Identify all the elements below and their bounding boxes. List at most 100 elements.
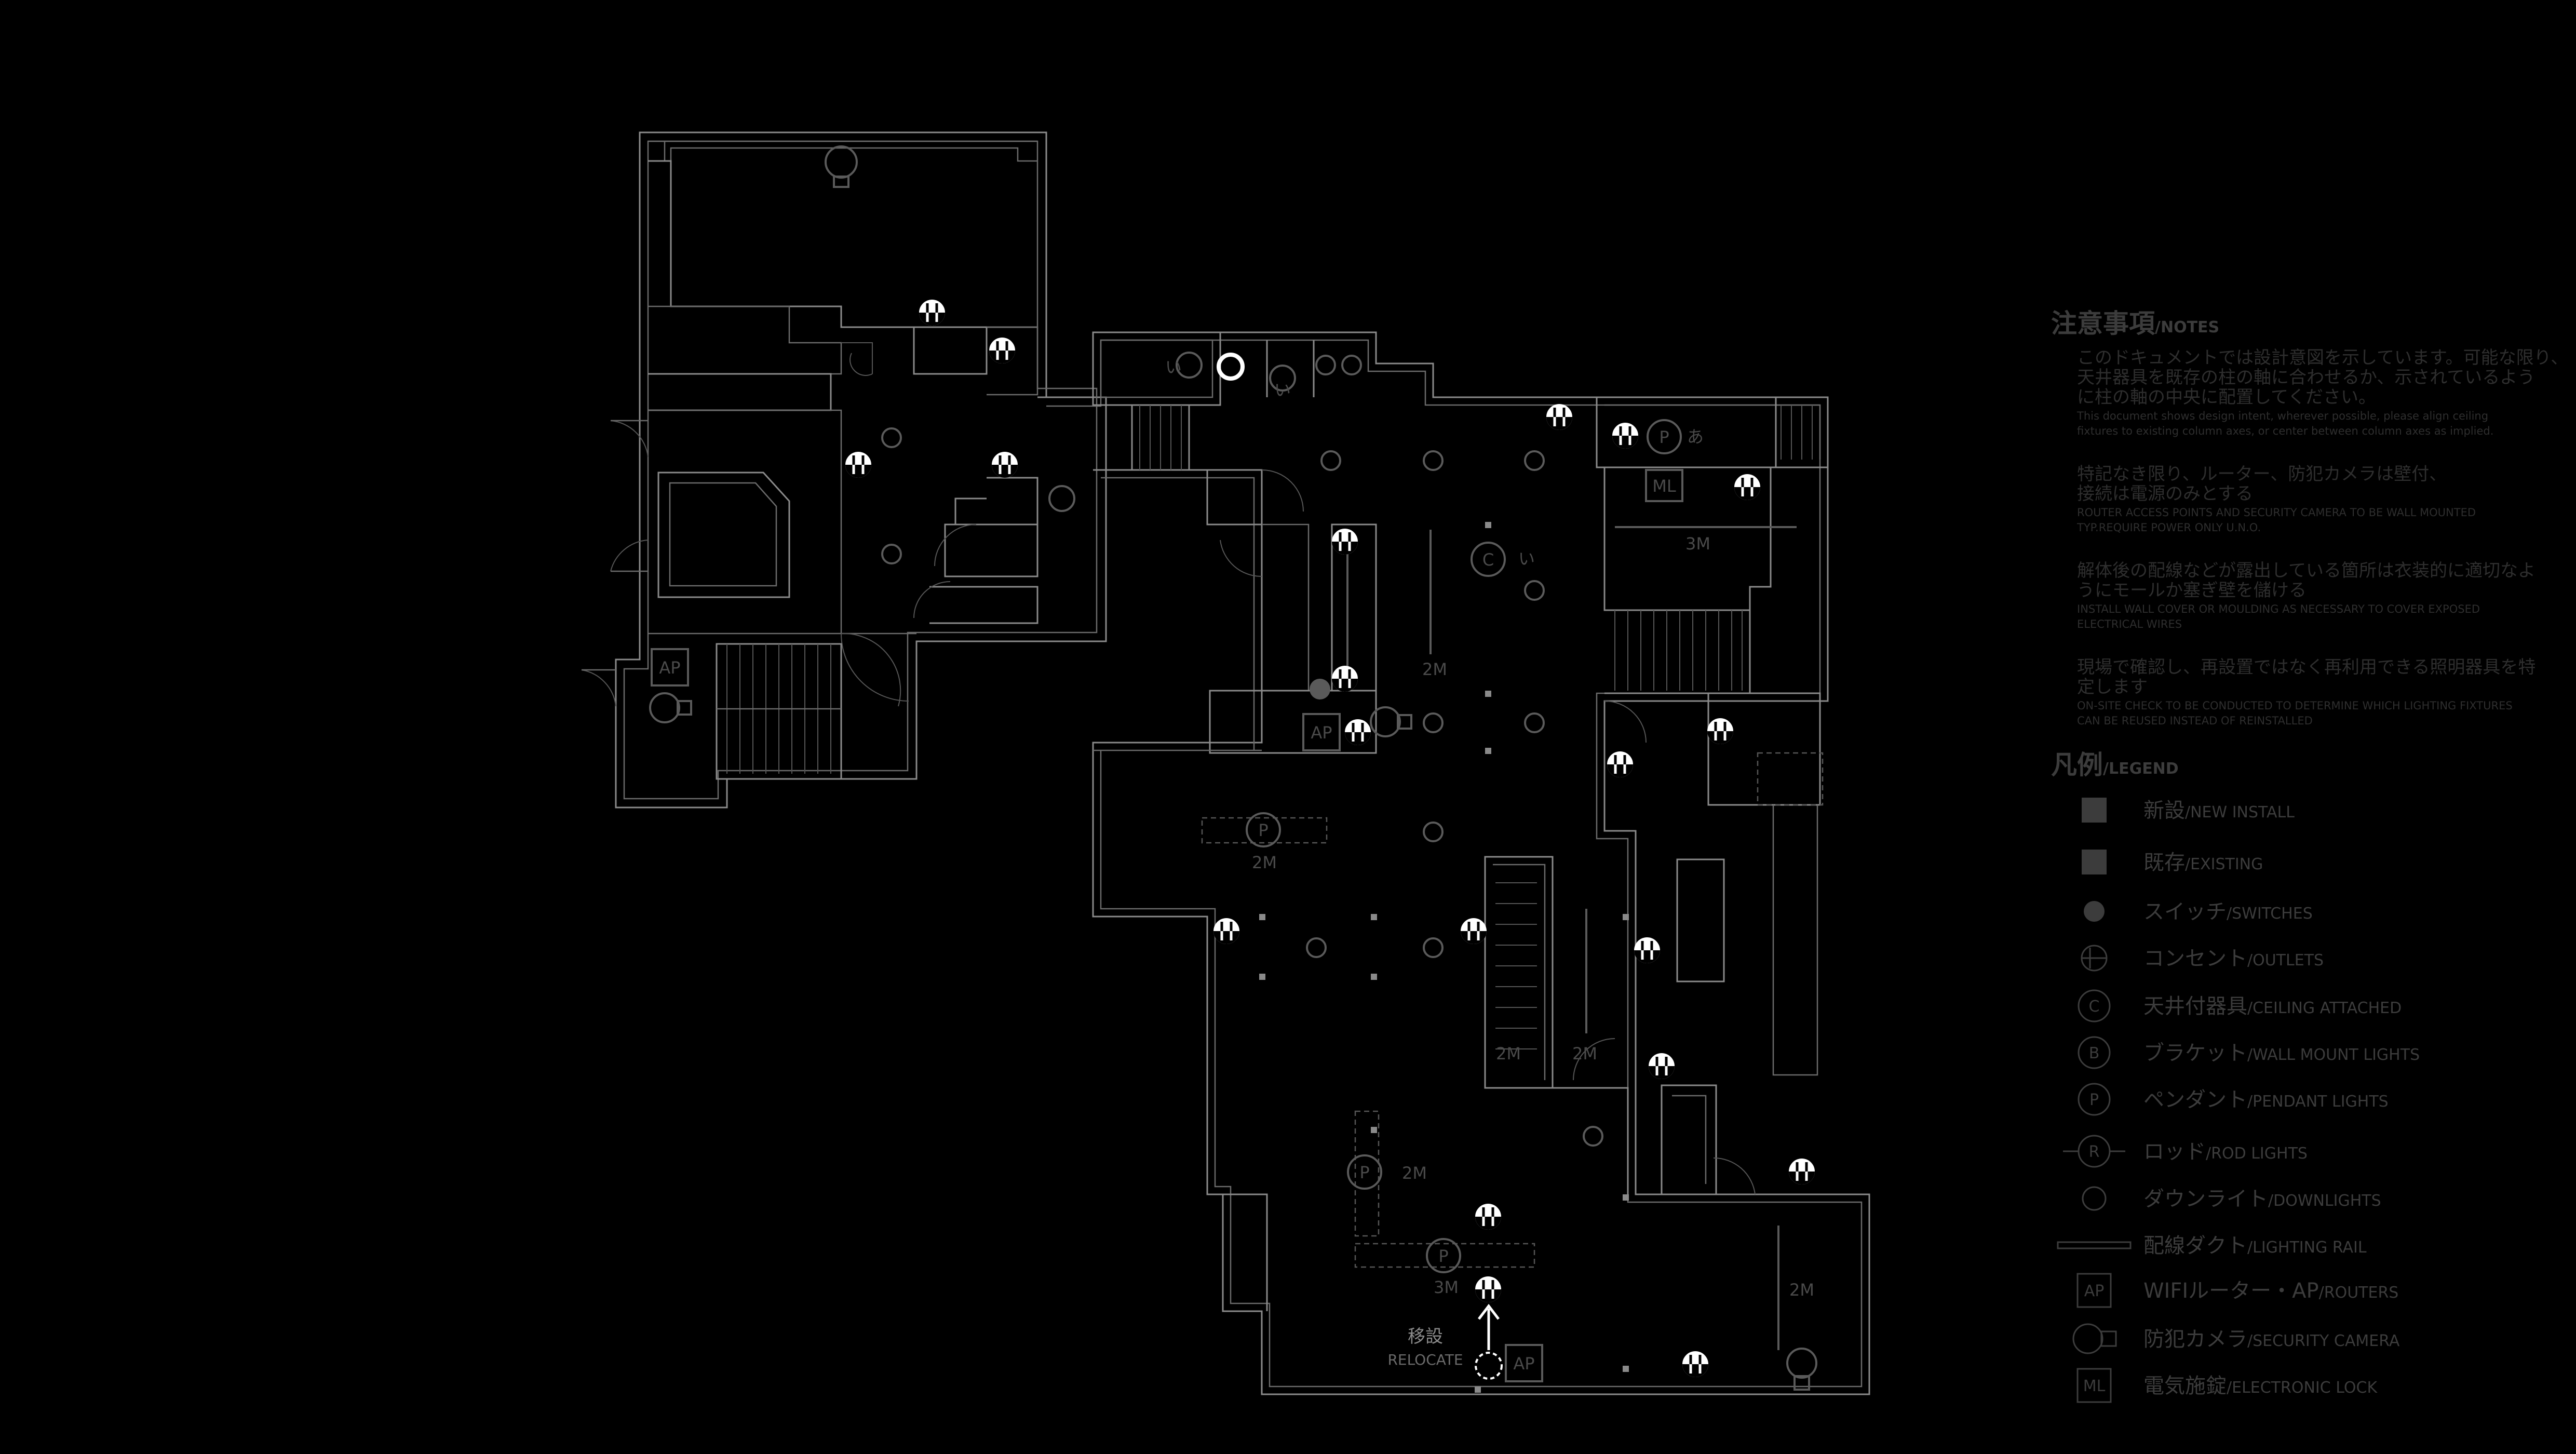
legend-item-rail: 配線ダクト/LIGHTING RAIL <box>2057 1234 2367 1258</box>
new-outlet-icon <box>1475 1204 1501 1230</box>
rod-frames <box>1201 752 1824 1268</box>
legend-item-rod: R ロッド/ROD LIGHTS <box>2063 1135 2308 1168</box>
svg-text:ML: ML <box>2083 1377 2106 1395</box>
note-text-ja: 天井器具を既存の柱の軸に合わせるか、示されているよう <box>2077 367 2535 388</box>
note-text-en: INSTALL WALL COVER OR MOULDING AS NECESS… <box>2077 603 2480 615</box>
svg-text:RELOCATE: RELOCATE <box>1387 1351 1463 1368</box>
new-outlet-icon <box>845 452 871 478</box>
note-text-ja: 現場で確認し、再設置ではなく再利用できる照明器具を特 <box>2077 657 2535 678</box>
lighting-rail-icon <box>2057 1241 2132 1249</box>
note-text-ja: 特記なき限り、ルーター、防犯カメラは壁付、 <box>2077 464 2447 484</box>
legend-item-ceiling: C 天井付器具/CEILING ATTACHED <box>2078 989 2402 1022</box>
plan-annotations: 2M 2M 3M 2M 2M 2M 3M 2M い い い あ 移設 RELOC… <box>1165 357 1814 1368</box>
legend-label: WIFIルーター・AP/ROUTERS <box>2143 1279 2398 1303</box>
svg-text:R: R <box>2089 1143 2100 1161</box>
legend-label: ロッド/ROD LIGHTS <box>2143 1140 2308 1164</box>
new-outlet-icon <box>1475 1276 1501 1302</box>
router-icon: AP <box>2076 1273 2112 1308</box>
new-outlet-icon <box>1461 918 1487 944</box>
note-text-en: ON-SITE CHECK TO BE CONDUCTED TO DETERMI… <box>2077 699 2513 712</box>
note-item: 解体後の配線などが露出している箇所は衣装的に適切なようにモールか塞ぎ壁を儲けるI… <box>2077 560 2535 630</box>
legend-label: ダウンライト/DOWNLIGHTS <box>2143 1187 2381 1211</box>
legend-label: 配線ダクト/LIGHTING RAIL <box>2143 1234 2367 1258</box>
note-text-ja: このドキュメントでは設計意図を示しています。可能な限り、 <box>2077 347 2568 368</box>
columns <box>1259 522 1629 1393</box>
svg-text:2M: 2M <box>1402 1163 1427 1183</box>
note-text-ja: 解体後の配線などが露出している箇所は衣装的に適切なよ <box>2077 560 2535 581</box>
svg-text:3M: 3M <box>1434 1277 1459 1297</box>
switches <box>1310 679 1330 699</box>
existing-icon <box>2082 850 2107 874</box>
legend-block: 凡例/LEGEND 新設/NEW INSTALL既存/EXISTINGスイッチ/… <box>2051 750 2420 1403</box>
svg-text:2M: 2M <box>1572 1044 1597 1063</box>
rod-light-icon: R <box>2063 1135 2125 1168</box>
legend-item-switch: スイッチ/SWITCHES <box>2084 900 2313 924</box>
svg-text:B: B <box>2089 1044 2100 1062</box>
new-outlet-icon <box>1213 918 1239 944</box>
security-cameras <box>649 145 1817 1391</box>
new-outlet-icon <box>1332 529 1358 555</box>
new-outlet-icon <box>989 338 1015 363</box>
legend-item-camera: 防犯カメラ/SECURITY CAMERA <box>2072 1323 2400 1354</box>
pendant-lights: P P P P C <box>1246 419 1682 1273</box>
legend-item-existing: 既存/EXISTING <box>2082 850 2263 874</box>
new-outlet-icon <box>919 300 945 326</box>
svg-text:い: い <box>1518 549 1535 569</box>
new-outlet-icon <box>992 452 1018 478</box>
svg-text:P: P <box>1258 820 1268 840</box>
svg-text:C: C <box>2089 998 2100 1016</box>
svg-text:AP: AP <box>1513 1354 1534 1374</box>
svg-text:い: い <box>1165 357 1182 377</box>
notes-block: 注意事項/NOTES このドキュメントでは設計意図を示しています。可能な限り、天… <box>2051 308 2568 727</box>
bracket-light-icon: B <box>2078 1036 2111 1069</box>
downlights <box>881 355 1603 1147</box>
svg-text:2M: 2M <box>1789 1280 1814 1300</box>
new-outlet-icon <box>1332 666 1358 692</box>
new-outlets <box>845 300 1815 1377</box>
note-text-en: TYP.REQUIRE POWER ONLY U.N.O. <box>2076 521 2261 534</box>
legend-label: コンセント/OUTLETS <box>2143 947 2324 971</box>
security-camera-icon <box>2072 1323 2117 1354</box>
legend-item-outlet: コンセント/OUTLETS <box>2081 945 2324 972</box>
svg-text:P: P <box>2089 1091 2099 1109</box>
new-outlet-icon <box>1634 937 1660 963</box>
legend-label: スイッチ/SWITCHES <box>2143 900 2313 924</box>
svg-text:AP: AP <box>1311 723 1332 743</box>
svg-text:P: P <box>1438 1246 1448 1266</box>
note-text-en: fixtures to existing column axes, or cen… <box>2077 425 2493 437</box>
legend-label: ブラケット/WALL MOUNT LIGHTS <box>2143 1041 2420 1065</box>
svg-text:AP: AP <box>2084 1282 2105 1300</box>
new-outlet-icon <box>1607 751 1633 777</box>
svg-text:P: P <box>1359 1163 1369 1182</box>
new-outlet-icon <box>1734 474 1760 500</box>
legend-label: 防犯カメラ/SECURITY CAMERA <box>2143 1327 2400 1351</box>
downlight-icon <box>2082 1186 2107 1211</box>
walls-right-building <box>1092 331 1829 1311</box>
new-outlet-icon <box>1546 404 1572 430</box>
walls-left-building <box>581 131 1107 809</box>
new-outlet-icon <box>1612 423 1638 449</box>
legend-item-pendant: P ペンダント/PENDANT LIGHTS <box>2078 1083 2389 1116</box>
svg-text:C: C <box>1482 550 1494 570</box>
new-install-icon <box>2082 798 2107 823</box>
legend-label: 既存/EXISTING <box>2143 851 2263 874</box>
switch-icon <box>2084 901 2105 922</box>
new-outlet-icon <box>1649 1053 1675 1079</box>
legend-label: 新設/NEW INSTALL <box>2143 799 2295 823</box>
note-text-ja: 接続は電源のみとする <box>2077 483 2253 504</box>
note-text-ja: 定します <box>2077 677 2148 697</box>
legend-label: 天井付器具/CEILING ATTACHED <box>2143 994 2402 1018</box>
ceiling-light-icon: C <box>2078 989 2111 1022</box>
existing-wall-lights <box>1048 352 1296 512</box>
svg-text:あ: あ <box>1687 427 1704 447</box>
legend-label: ペンダント/PENDANT LIGHTS <box>2143 1088 2389 1112</box>
svg-text:2M: 2M <box>1422 659 1447 679</box>
svg-text:AP: AP <box>659 658 680 678</box>
stair-left <box>716 632 901 780</box>
routers: AP AP AP ML <box>651 469 1683 1382</box>
electronic-lock-icon: ML <box>2076 1368 2112 1403</box>
